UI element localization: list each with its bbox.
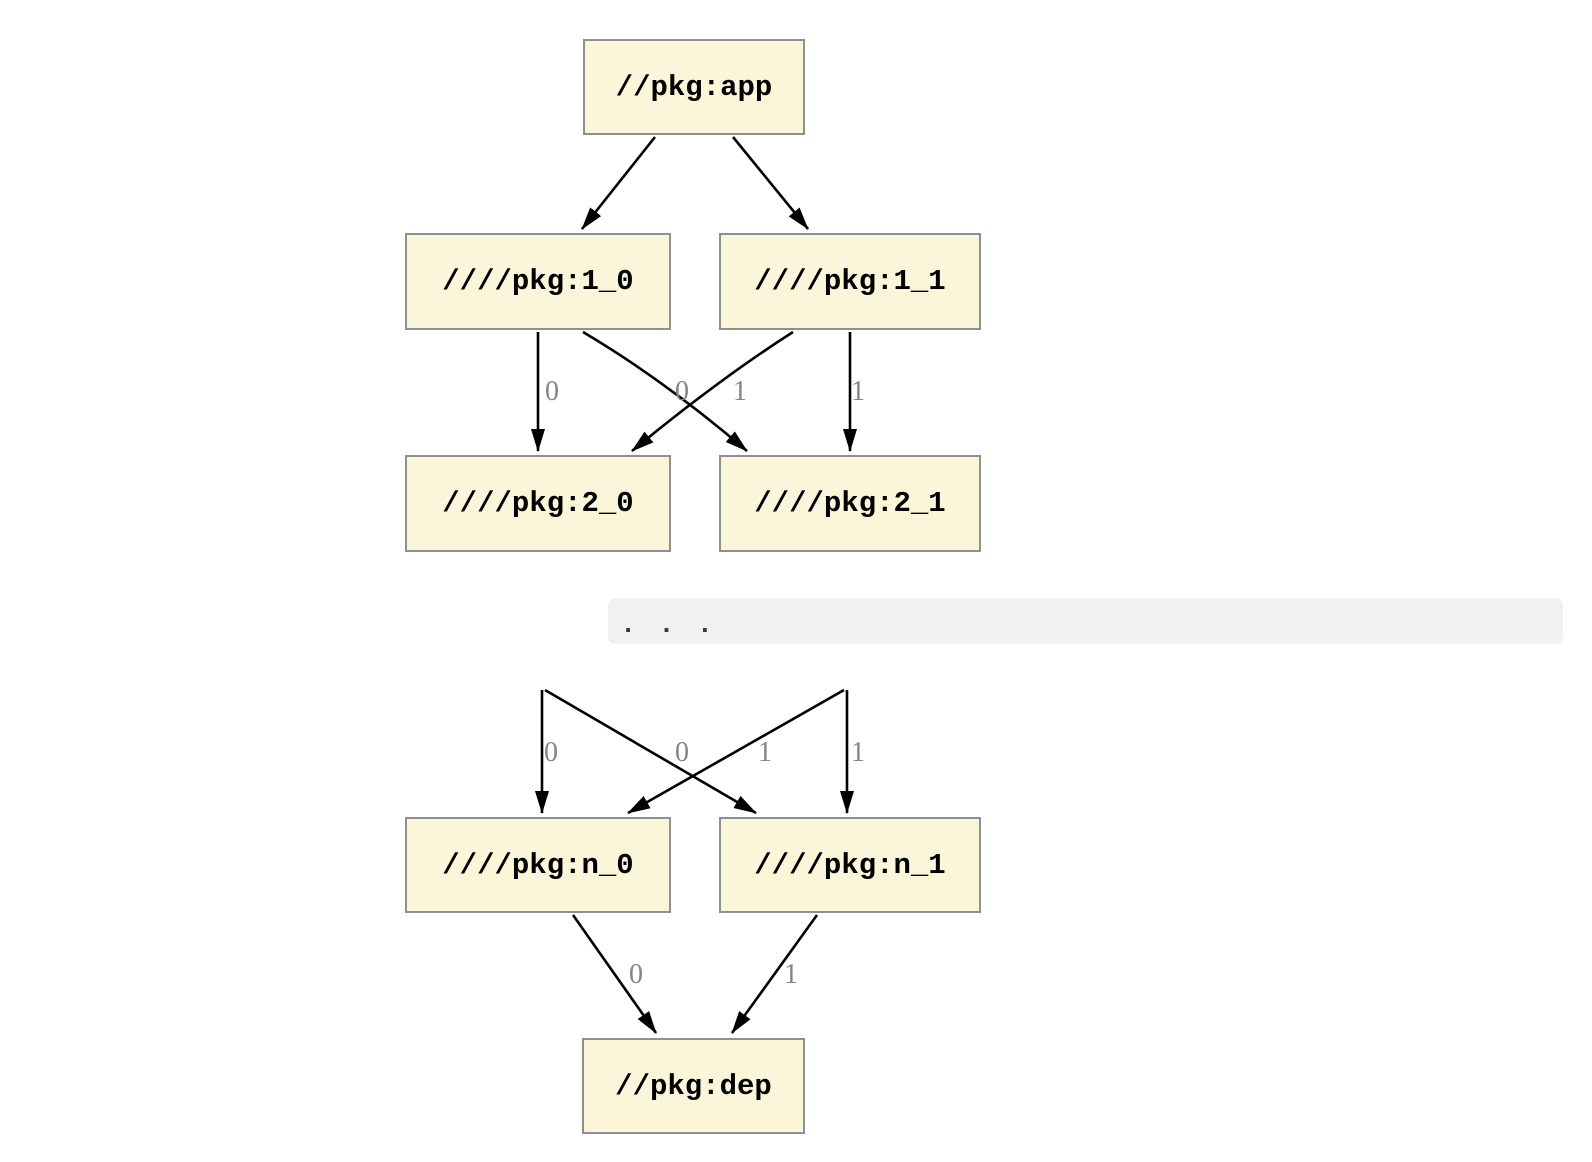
edge-n_0-to-dep <box>571 914 658 1034</box>
edge-label: 0 <box>675 737 689 768</box>
graph-node-1_0: ////pkg:1_0 <box>405 233 671 330</box>
ellipsis-band: . . . <box>608 598 1563 644</box>
node-label-2_1: ////pkg:2_1 <box>754 487 946 520</box>
edge-label: 1 <box>851 376 865 407</box>
edge-label: 1 <box>851 737 865 768</box>
ellipsis-text: . . . <box>620 610 717 641</box>
edge-1_0-to-2_1 <box>582 330 748 452</box>
graph-node-2_0: ////pkg:2_0 <box>405 455 671 552</box>
edge-app-to-1_1 <box>731 136 810 230</box>
graph-node-dep: //pkg:dep <box>582 1038 805 1134</box>
graph-node-1_1: ////pkg:1_1 <box>719 233 981 330</box>
edge-label: 1 <box>784 959 798 990</box>
node-label-app: //pkg:app <box>615 70 773 104</box>
edge-ellipsis-to-n_0-cross <box>627 688 845 815</box>
node-label-n_1: ////pkg:n_1 <box>754 848 946 882</box>
edge-label: 0 <box>545 376 559 407</box>
edge-label: 0 <box>675 376 689 407</box>
graph-node-2_1: ////pkg:2_1 <box>719 455 981 552</box>
graph-node-app: //pkg:app <box>583 39 805 135</box>
node-label-1_1: ////pkg:1_1 <box>754 265 946 298</box>
edge-label: 1 <box>733 376 747 407</box>
edge-n_1-to-dep <box>730 914 819 1034</box>
edge-ellipsis-to-n_1-cross <box>544 688 757 815</box>
edge-label: 0 <box>544 737 558 768</box>
edge-1_1-to-2_0 <box>631 330 794 453</box>
node-label-n_0: ////pkg:n_0 <box>442 848 634 882</box>
graph-node-n_1: ////pkg:n_1 <box>719 817 981 913</box>
node-label-dep: //pkg:dep <box>615 1069 772 1103</box>
edge-label: 1 <box>758 737 772 768</box>
edge-label: 0 <box>629 959 643 990</box>
edge-app-to-1_0 <box>580 136 657 230</box>
node-label-1_0: ////pkg:1_0 <box>442 265 634 298</box>
graph-node-n_0: ////pkg:n_0 <box>405 817 671 913</box>
node-label-2_0: ////pkg:2_0 <box>442 487 634 520</box>
